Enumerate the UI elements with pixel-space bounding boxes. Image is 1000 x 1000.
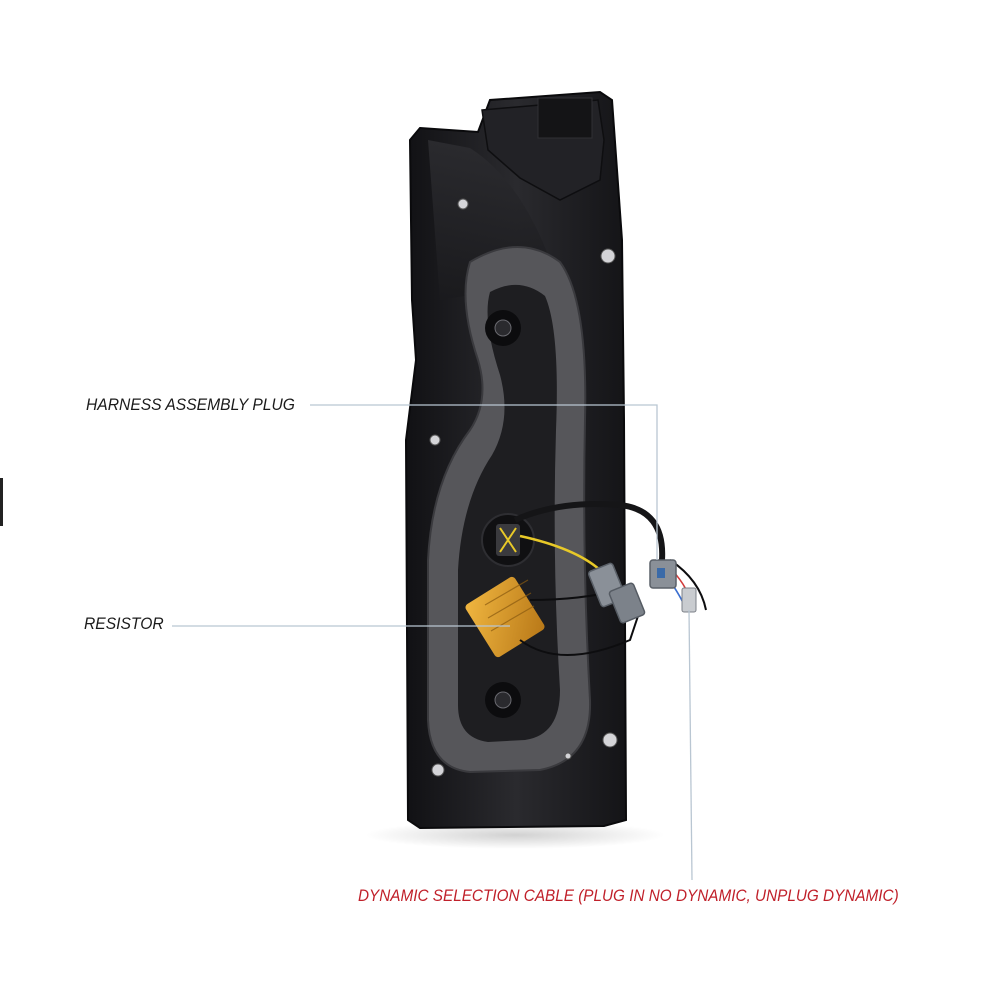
harness-connector-right: [649, 559, 677, 589]
edge-marker: [0, 478, 3, 526]
leader-lines: [172, 404, 693, 881]
callout-dynamic-selection-cable: DYNAMIC SELECTION CABLE (PLUG IN NO DYNA…: [358, 886, 899, 905]
screws: [429, 198, 618, 777]
callout-harness-assembly-plug: HARNESS ASSEMBLY PLUG: [86, 395, 295, 414]
leader-harness: [310, 404, 658, 560]
bolt-lower: [485, 682, 521, 718]
bulb-socket: [481, 513, 535, 567]
leader-dynamic: [688, 609, 693, 881]
harness-connector-left: [587, 562, 646, 624]
resistor-component: [465, 576, 545, 658]
callout-resistor: RESISTOR: [84, 614, 164, 633]
top-clip: [537, 97, 593, 139]
dynamic-selection-plug: [681, 587, 697, 613]
bolt-upper: [485, 310, 521, 346]
